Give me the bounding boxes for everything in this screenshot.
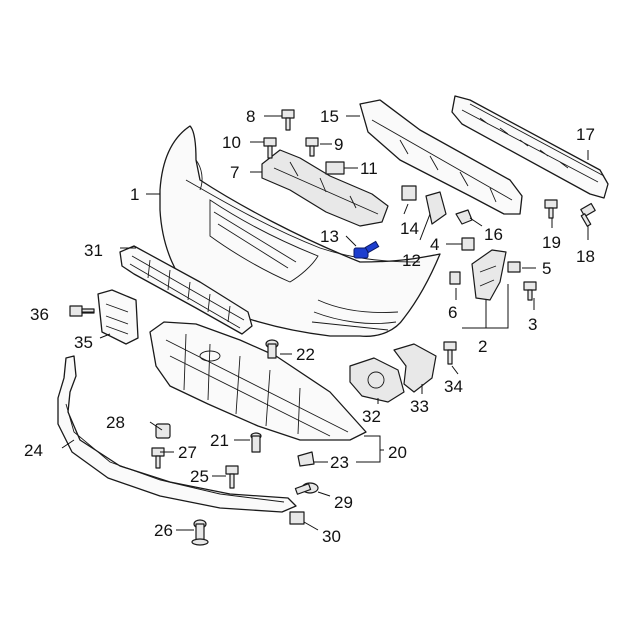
callout-27: 27 <box>178 443 197 462</box>
bolt-27 <box>151 447 165 469</box>
callout-24: 24 <box>24 441 43 460</box>
part-7-upper-bracket <box>261 149 389 227</box>
callout-12: 12 <box>402 251 421 270</box>
pin-26 <box>191 519 209 546</box>
bolt-19 <box>544 199 558 219</box>
part-33-bracket <box>393 343 437 393</box>
part-13-highlighted-bolt[interactable] <box>353 240 380 259</box>
callout-17: 17 <box>576 125 595 144</box>
part-35-license-bracket <box>97 289 139 345</box>
part-24-lower-valance <box>57 355 297 513</box>
callout-18: 18 <box>576 247 595 266</box>
bolt-8 <box>281 109 295 131</box>
pin-22 <box>265 339 279 359</box>
callout-36: 36 <box>30 305 49 324</box>
callout-31: 31 <box>84 241 103 260</box>
clip-14 <box>401 185 417 201</box>
part-2-side-bracket <box>471 249 507 301</box>
callout-15: 15 <box>320 107 339 126</box>
callout-3: 3 <box>528 315 537 334</box>
callout-25: 25 <box>190 467 209 486</box>
callout-13: 13 <box>320 227 339 246</box>
callout-5: 5 <box>542 259 551 278</box>
callout-8: 8 <box>246 107 255 126</box>
clip-6 <box>449 271 461 285</box>
clip-11 <box>325 161 345 175</box>
callout-34: 34 <box>444 377 463 396</box>
callout-30: 30 <box>322 527 341 546</box>
callout-9: 9 <box>334 135 343 154</box>
callout-35: 35 <box>74 333 93 352</box>
callout-2: 2 <box>478 337 487 356</box>
callout-6: 6 <box>448 303 457 322</box>
part-12-clip-bracket <box>425 191 447 225</box>
callout-4: 4 <box>430 235 439 254</box>
pin-29 <box>294 482 319 495</box>
part-20-undertray <box>149 321 367 441</box>
callout-26: 26 <box>154 521 173 540</box>
clip-30 <box>289 511 305 525</box>
callout-7: 7 <box>230 163 239 182</box>
callout-20: 20 <box>388 443 407 462</box>
nut-4 <box>461 237 475 251</box>
bolt-9 <box>305 137 319 157</box>
callout-19: 19 <box>542 233 561 252</box>
bolt-3 <box>523 281 537 301</box>
bolt-36 <box>69 305 95 317</box>
callout-23: 23 <box>330 453 349 472</box>
callout-16: 16 <box>484 225 503 244</box>
callout-33: 33 <box>410 397 429 416</box>
nut-28 <box>155 423 171 439</box>
clip-16 <box>455 209 473 225</box>
pin-21 <box>250 432 262 453</box>
bolt-25 <box>225 465 239 489</box>
callout-28: 28 <box>106 413 125 432</box>
part-32-fog-bracket <box>349 357 405 403</box>
callout-22: 22 <box>296 345 315 364</box>
callout-10: 10 <box>222 133 241 152</box>
bolt-34 <box>443 341 457 365</box>
fasteners <box>69 109 596 546</box>
clip-23 <box>297 451 315 467</box>
bolt-5 <box>507 261 521 273</box>
callout-11: 11 <box>360 159 378 178</box>
part-15-absorber <box>359 99 523 215</box>
leader-lines <box>61 115 589 531</box>
part-1-bumper-cover <box>159 125 441 337</box>
callout-labels: 1 2 3 4 5 6 7 8 9 10 11 12 13 14 15 16 1… <box>24 107 595 546</box>
part-31-lower-grille <box>119 245 253 335</box>
callout-1: 1 <box>130 185 139 204</box>
part-17-reinforcement-bar <box>451 95 609 199</box>
bolt-18 <box>580 202 596 227</box>
callout-21: 21 <box>210 431 229 450</box>
callout-29: 29 <box>334 493 353 512</box>
callout-32: 32 <box>362 407 381 426</box>
callout-14: 14 <box>400 219 419 238</box>
